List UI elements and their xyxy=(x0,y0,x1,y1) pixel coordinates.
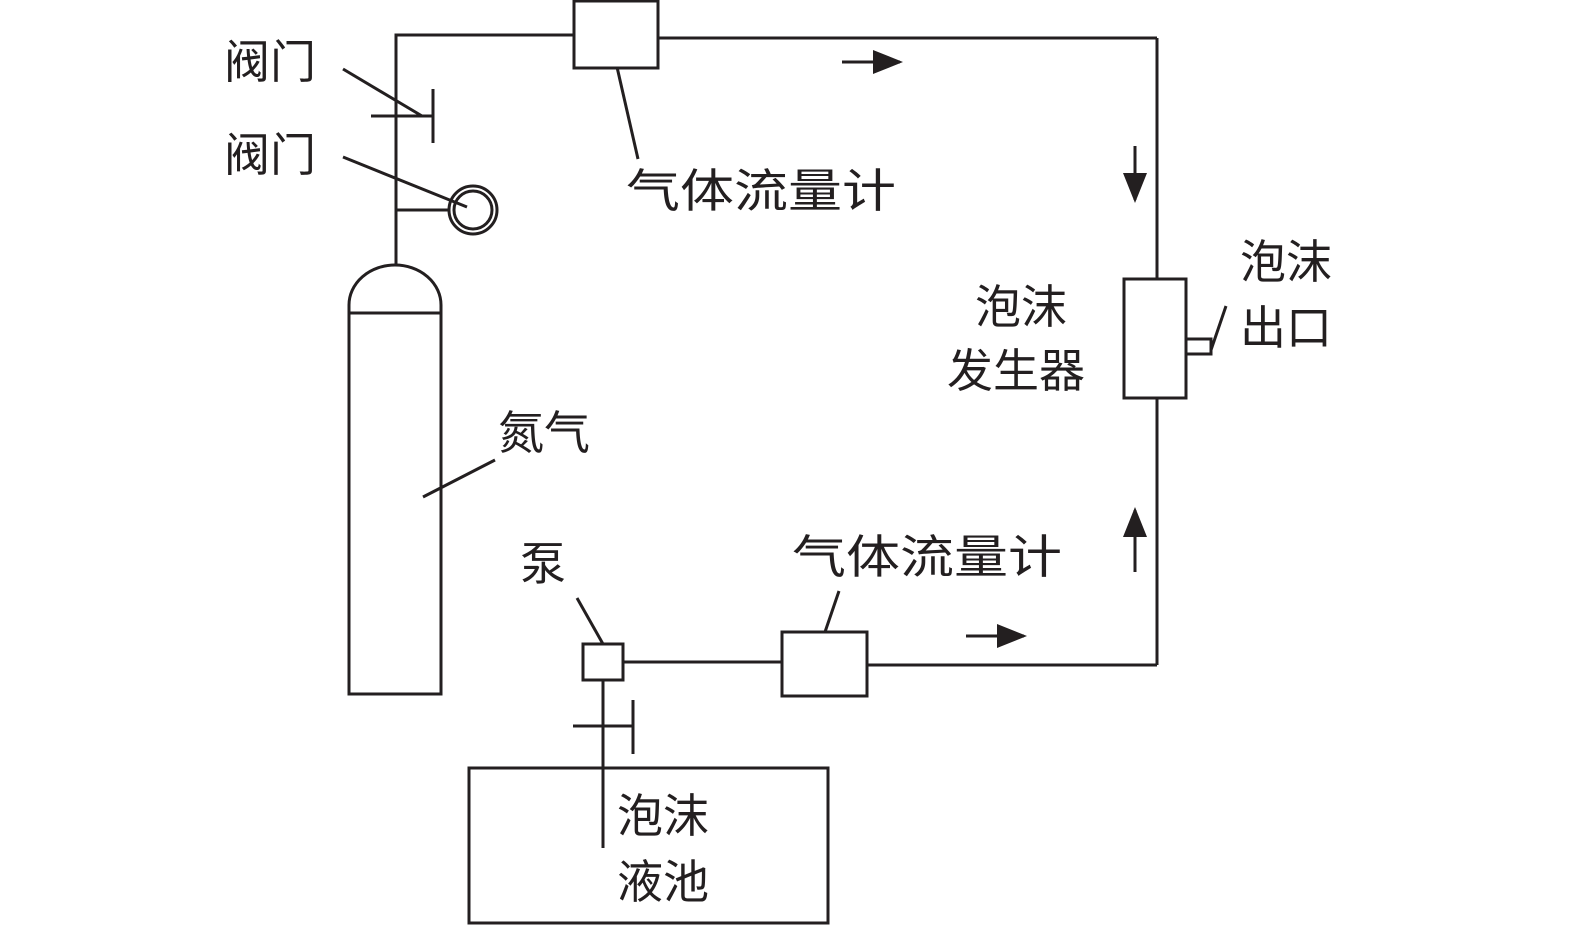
leader-lines xyxy=(342,66,1228,645)
label-flowmeter-bottom: 气体流量计 xyxy=(792,530,1062,584)
label-valve-bottom: 阀门 xyxy=(224,128,316,182)
flowmeter-bottom xyxy=(780,630,869,698)
label-generator-line1: 泡沫 xyxy=(975,280,1067,334)
foam-generator xyxy=(1122,277,1188,400)
pipe-cylinder-to-top-flowmeter xyxy=(394,33,575,268)
flow-arrows xyxy=(842,50,1147,648)
round-valve xyxy=(396,184,499,236)
label-pump: 泵 xyxy=(520,537,566,591)
label-generator-line2: 发生器 xyxy=(947,344,1085,398)
label-outlet-line1: 泡沫 xyxy=(1240,235,1332,289)
label-valve-top: 阀门 xyxy=(224,35,316,89)
gate-valve-top xyxy=(371,89,435,143)
foam-outlet-nozzle xyxy=(1184,337,1213,356)
pipe-network xyxy=(394,33,1159,848)
label-flowmeter-top: 气体流量计 xyxy=(626,164,896,218)
pump xyxy=(581,642,625,682)
foam-liquid-pool xyxy=(467,766,830,925)
cylinder-dome xyxy=(347,263,443,315)
label-nitrogen: 氮气 xyxy=(498,406,590,460)
nitrogen-cylinder xyxy=(347,263,443,696)
label-outlet-line2: 出口 xyxy=(1240,301,1332,355)
label-pool-line1: 泡沫 xyxy=(617,789,709,843)
flowmeter-top xyxy=(572,0,660,70)
cylinder-body xyxy=(347,311,443,696)
gate-valve-bottom xyxy=(573,700,635,754)
label-pool-line2: 液池 xyxy=(617,855,709,909)
